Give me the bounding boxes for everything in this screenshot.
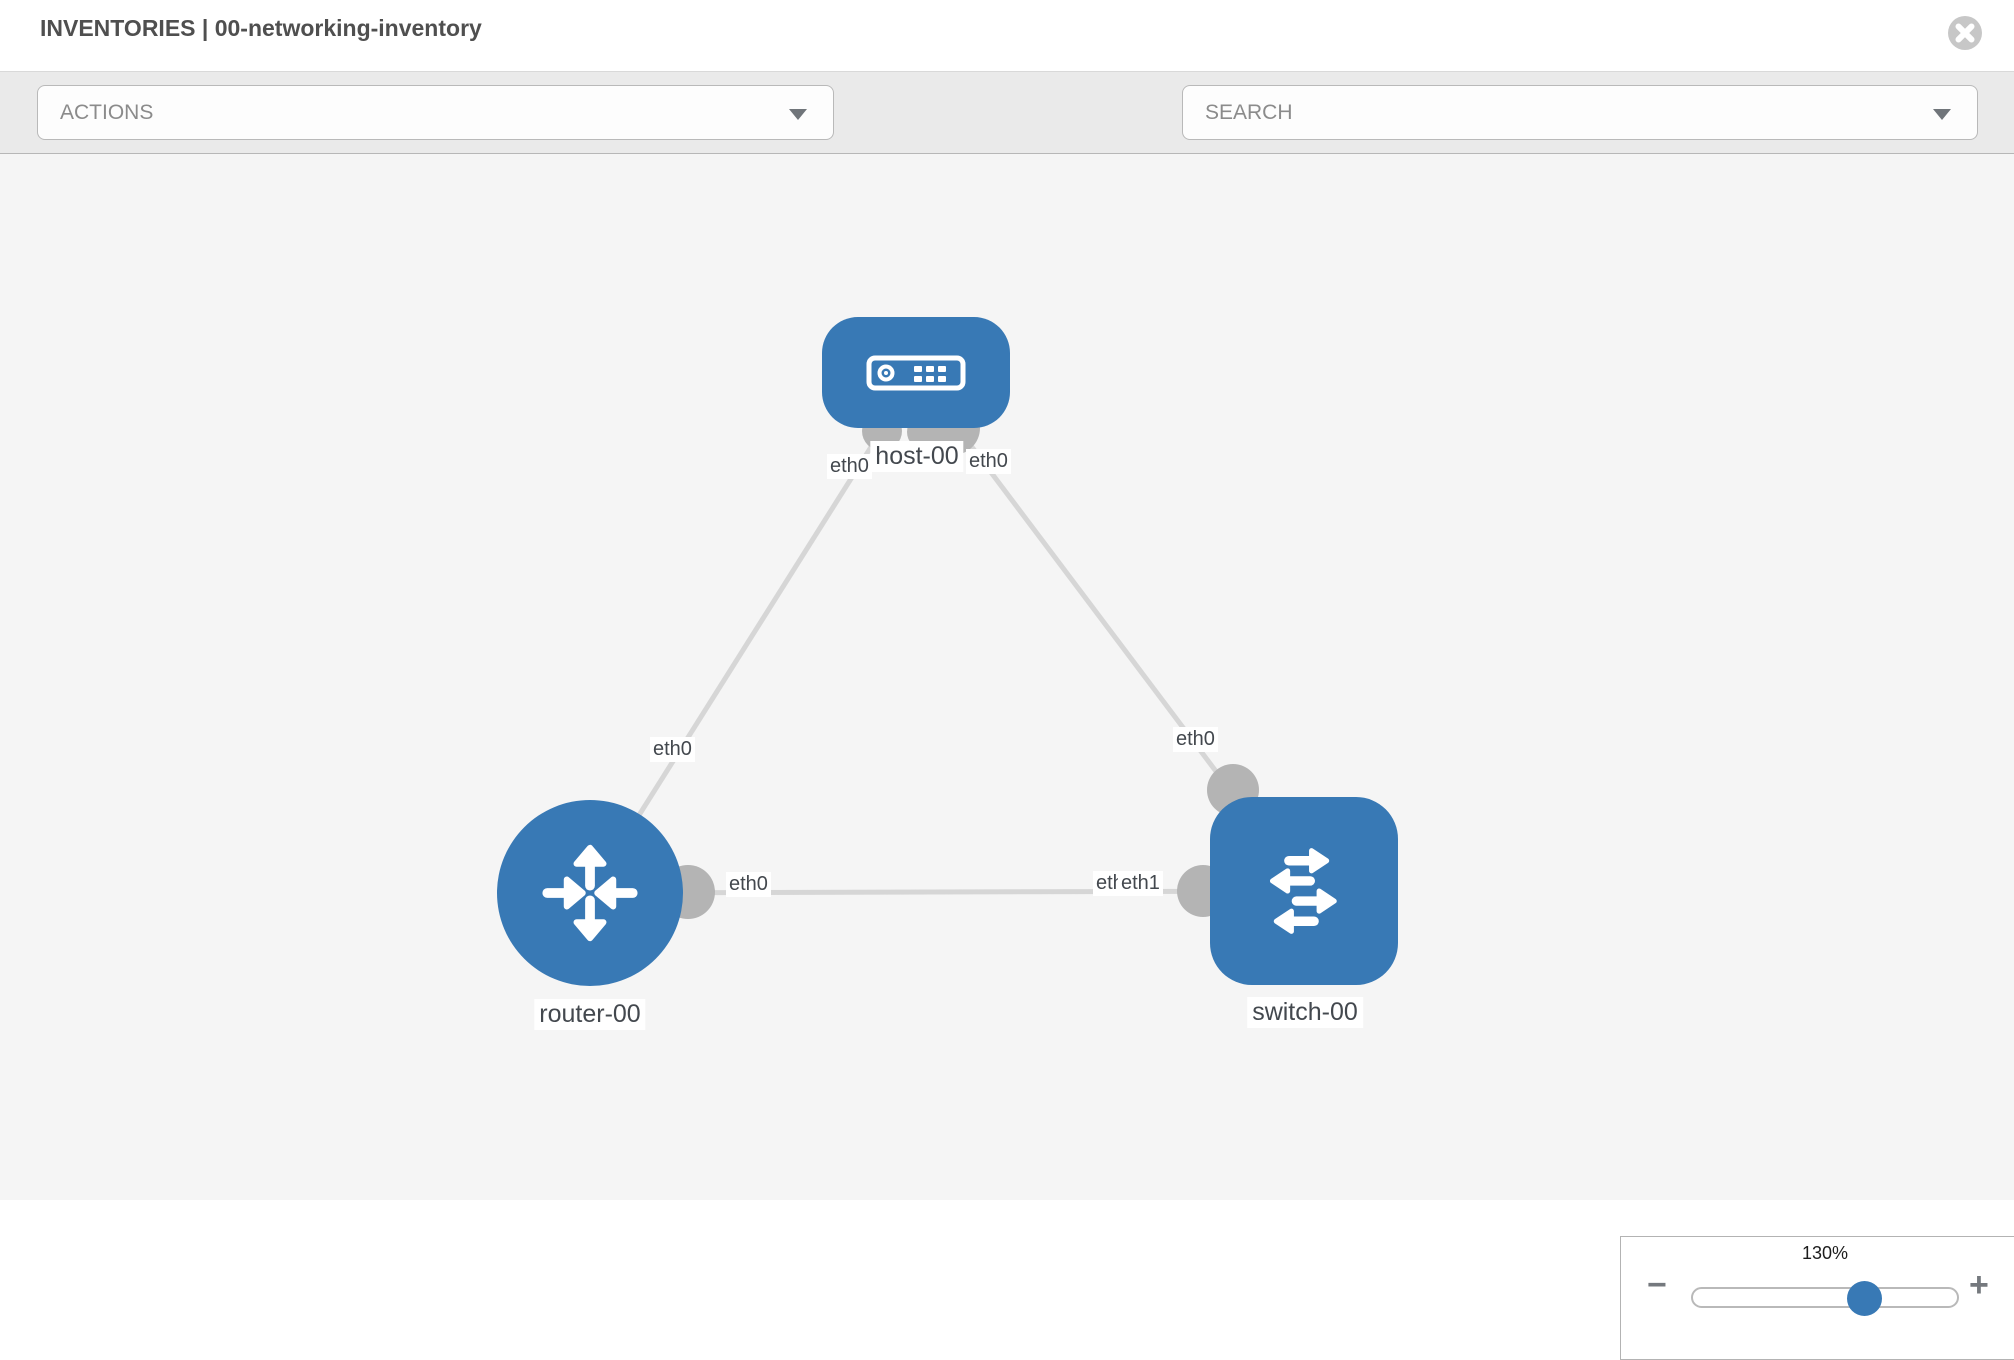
node-label-router: router-00 (534, 999, 646, 1030)
port-label: eth0 (966, 449, 1011, 474)
links-layer (587, 372, 1308, 919)
switch-icon (1269, 848, 1337, 934)
actions-dropdown-label: ACTIONS (60, 100, 154, 124)
zoom-slider-thumb[interactable] (1847, 1281, 1882, 1316)
search-dropdown-label: SEARCH (1205, 100, 1293, 124)
topology-canvas[interactable]: host-00 router-00 switch-00 eth0 eth0 et… (0, 154, 2014, 1360)
zoom-slider-track[interactable] (1691, 1287, 1959, 1308)
zoom-out-button[interactable]: − (1647, 1266, 1667, 1304)
actions-dropdown[interactable]: ACTIONS (37, 85, 834, 140)
page-title: INVENTORIES | 00-networking-inventory (40, 15, 482, 41)
node-label-switch: switch-00 (1247, 997, 1363, 1028)
node-label-host: host-00 (870, 441, 964, 472)
zoom-percentage: 130% (1801, 1243, 1849, 1263)
node-host-00[interactable] (822, 317, 1010, 428)
link-endpoints (661, 401, 1259, 919)
close-icon[interactable] (1947, 15, 1983, 51)
port-label: eth1 (1118, 871, 1163, 896)
toolbar: ACTIONS SEARCH (0, 72, 2014, 204)
search-dropdown[interactable]: SEARCH (1182, 85, 1978, 140)
breadcrumb-header: INVENTORIES | 00-networking-inventory (0, 0, 2014, 72)
caret-down-icon (789, 109, 807, 120)
zoom-control-panel: 130% − + (1620, 1236, 2014, 1360)
caret-down-icon (1933, 109, 1951, 120)
port-label: eth0 (1173, 727, 1218, 752)
zoom-in-button[interactable]: + (1969, 1266, 1989, 1304)
port-label: eth0 (827, 454, 872, 479)
port-label: eth0 (726, 872, 771, 897)
server-icon (866, 355, 966, 390)
node-switch-00[interactable] (1210, 797, 1398, 985)
node-router-00[interactable] (497, 800, 683, 986)
router-icon (542, 844, 638, 942)
port-label: eth0 (650, 737, 695, 762)
